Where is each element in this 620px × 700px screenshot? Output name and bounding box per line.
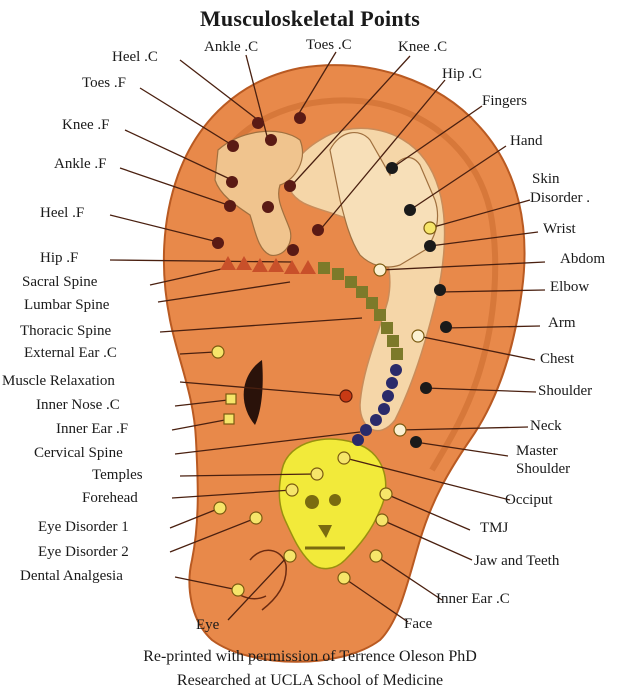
label-dental-analgesia: Dental Analgesia — [20, 568, 123, 584]
label-tmj: TMJ — [480, 520, 509, 536]
label-inner-ear-f: Inner Ear .F — [56, 421, 129, 437]
label-eye-disorder-2: Eye Disorder 2 — [38, 544, 129, 560]
lobe-face-sketch — [239, 549, 287, 611]
label-face: Face — [404, 616, 433, 632]
label-jaw-and-teeth: Jaw and Teeth — [474, 553, 560, 569]
label-master-line2: Shoulder — [516, 461, 571, 477]
label-inner-ear-c: Inner Ear .C — [436, 591, 510, 607]
thoracic-spine-marks — [318, 262, 403, 360]
label-temples: Temples — [92, 467, 143, 483]
label-knee-c: Knee .C — [398, 39, 448, 55]
label-master-line1: Master — [516, 443, 558, 459]
label-muscle-relaxation: Muscle Relaxation — [2, 373, 115, 389]
footer-research: Researched at UCLA School of Medicine — [176, 672, 444, 689]
sacral-spine-marks — [220, 256, 316, 274]
label-neck: Neck — [530, 418, 562, 434]
label-skin-line1: Skin — [532, 171, 560, 187]
label-arm: Arm — [548, 315, 576, 331]
label-toes-c: Toes .C — [306, 37, 352, 53]
muscle-relaxation-point — [339, 389, 353, 403]
label-heel-f: Heel .F — [40, 205, 85, 221]
label-hand: Hand — [510, 133, 543, 149]
label-wrist: Wrist — [543, 221, 576, 237]
label-external-ear-c: External Ear .C — [24, 345, 117, 361]
label-ankle-f: Ankle .F — [54, 156, 107, 172]
label-shoulder: Shoulder — [538, 383, 593, 399]
label-occiput: Occiput — [505, 492, 553, 508]
label-hip-f: Hip .F — [40, 250, 79, 266]
footer-credit: Re-printed with permission of Terrence O… — [143, 648, 477, 665]
label-abdomen: Abdom — [560, 251, 605, 267]
diagram-title: Musculoskeletal Points — [199, 6, 421, 31]
label-elbow: Elbow — [550, 279, 590, 295]
cervical-spine-marks — [352, 364, 402, 446]
leader-lines — [109, 51, 546, 623]
label-fingers: Fingers — [482, 93, 527, 109]
hand-figure — [329, 132, 439, 268]
label-chest: Chest — [540, 351, 575, 367]
label-thoracic-spine: Thoracic Spine — [20, 323, 112, 339]
label-eye: Eye — [196, 617, 220, 633]
label-ankle-c: Ankle .C — [204, 39, 259, 55]
label-skin-line2: Disorder . — [530, 190, 590, 206]
concha-shadow — [243, 360, 263, 425]
label-eye-disorder-1: Eye Disorder 1 — [38, 519, 129, 535]
skull-figure — [278, 438, 387, 570]
upper-limb-points — [386, 162, 452, 448]
label-sacral-spine: Sacral Spine — [22, 274, 98, 290]
lower-limb-points — [212, 112, 324, 256]
ear-helix-shadow — [217, 97, 499, 472]
label-cervical-spine: Cervical Spine — [34, 445, 123, 461]
label-knee-f: Knee .F — [62, 117, 110, 133]
foot-figure — [214, 130, 303, 256]
label-toes-f: Toes .F — [82, 75, 126, 91]
label-inner-nose-c: Inner Nose .C — [36, 397, 120, 413]
head-and-misc-points — [211, 221, 437, 597]
label-hip-c: Hip .C — [442, 66, 483, 82]
label-heel-c: Heel .C — [112, 49, 158, 65]
label-lumbar-spine: Lumbar Spine — [24, 297, 110, 313]
label-forehead: Forehead — [82, 490, 138, 506]
